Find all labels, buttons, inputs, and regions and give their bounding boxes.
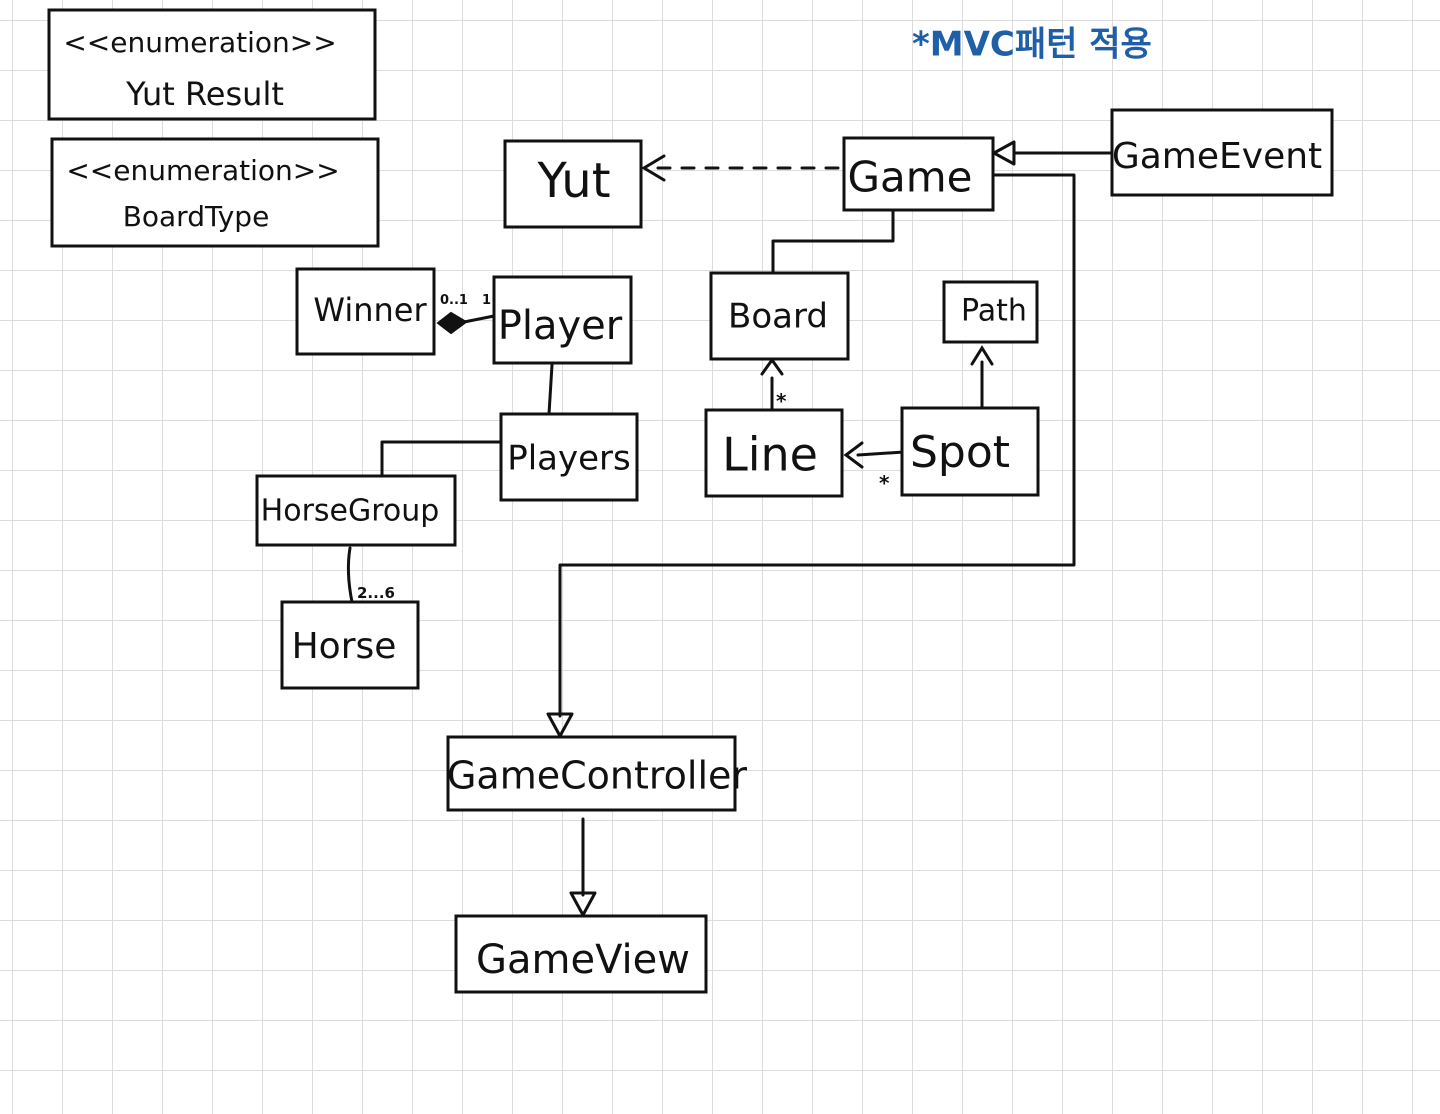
class-horse-group: HorseGroup xyxy=(255,474,457,547)
class-name-spot: Spot xyxy=(910,427,1010,478)
class-path: Path xyxy=(942,280,1039,344)
dependency-game-yut-arrowhead xyxy=(641,154,666,182)
class-name-game: Game xyxy=(847,153,972,202)
class-game: Game xyxy=(842,136,995,212)
association-spot-path-arrowhead xyxy=(970,345,994,366)
class-name-yut-result: Yut Result xyxy=(125,75,284,113)
class-yut: Yut xyxy=(503,139,643,229)
class-name-winner: Winner xyxy=(313,291,427,329)
class-yut-result: <<enumeration>> Yut Result xyxy=(47,8,377,121)
generalization-game-gamecontroller-head xyxy=(546,712,574,738)
class-board: Board xyxy=(709,271,850,361)
association-horsegroup-horse xyxy=(346,546,354,604)
association-players-horsegroup xyxy=(380,440,503,478)
class-game-controller: GameController xyxy=(446,735,747,812)
multiplicities: 0..1 1 * * 2...6 xyxy=(357,293,890,602)
class-name-game-event: GameEvent xyxy=(1112,136,1322,177)
class-name-board-type: BoardType xyxy=(123,200,270,233)
stereotype-board-type: <<enumeration>> xyxy=(66,154,339,187)
class-name-line: Line xyxy=(722,428,818,482)
class-name-horse-group: HorseGroup xyxy=(261,494,440,529)
composition-winner-player xyxy=(462,314,496,324)
stereotype-yut-result: <<enumeration>> xyxy=(63,26,336,59)
class-line: Line xyxy=(704,408,844,498)
mvc-pattern-note: *MVC패턴 적용 xyxy=(912,25,1152,65)
class-name-players: Players xyxy=(507,439,631,479)
class-horse: Horse xyxy=(280,600,420,690)
association-gamecontroller-gameview-head xyxy=(569,891,597,917)
class-game-view: GameView xyxy=(454,914,708,994)
multiplicity-player-side: 1 xyxy=(482,293,491,308)
class-name-horse: Horse xyxy=(292,626,397,667)
class-name-yut: Yut xyxy=(536,153,610,209)
multiplicity-horsegroup-to-horse: 2...6 xyxy=(357,584,395,602)
class-name-path: Path xyxy=(961,294,1027,329)
multiplicity-spot-to-line: * xyxy=(879,471,890,495)
association-spot-line xyxy=(856,450,906,457)
association-game-board xyxy=(771,210,895,275)
class-player: Player xyxy=(492,275,633,365)
multiplicity-line-to-board: * xyxy=(776,389,787,413)
generalization-game-gamecontroller xyxy=(558,173,1076,718)
class-game-event: GameEvent xyxy=(1110,108,1334,197)
class-name-player: Player xyxy=(498,303,623,349)
class-players: Players xyxy=(499,412,639,502)
association-player-players xyxy=(547,363,554,416)
class-name-game-controller: GameController xyxy=(447,754,747,798)
class-name-game-view: GameView xyxy=(476,937,690,983)
generalization-gameevent-game-head xyxy=(992,140,1016,166)
multiplicity-winner-side: 0..1 xyxy=(440,293,468,308)
association-spot-line-arrowhead xyxy=(843,441,864,469)
composition-winner-player-diamond xyxy=(436,311,468,335)
class-winner: Winner xyxy=(295,267,436,356)
association-line-board-arrowhead xyxy=(760,357,784,376)
class-spot: Spot xyxy=(900,406,1040,497)
class-board-type: <<enumeration>> BoardType xyxy=(50,137,380,248)
connectors xyxy=(346,140,1114,917)
class-name-board: Board xyxy=(728,297,828,337)
